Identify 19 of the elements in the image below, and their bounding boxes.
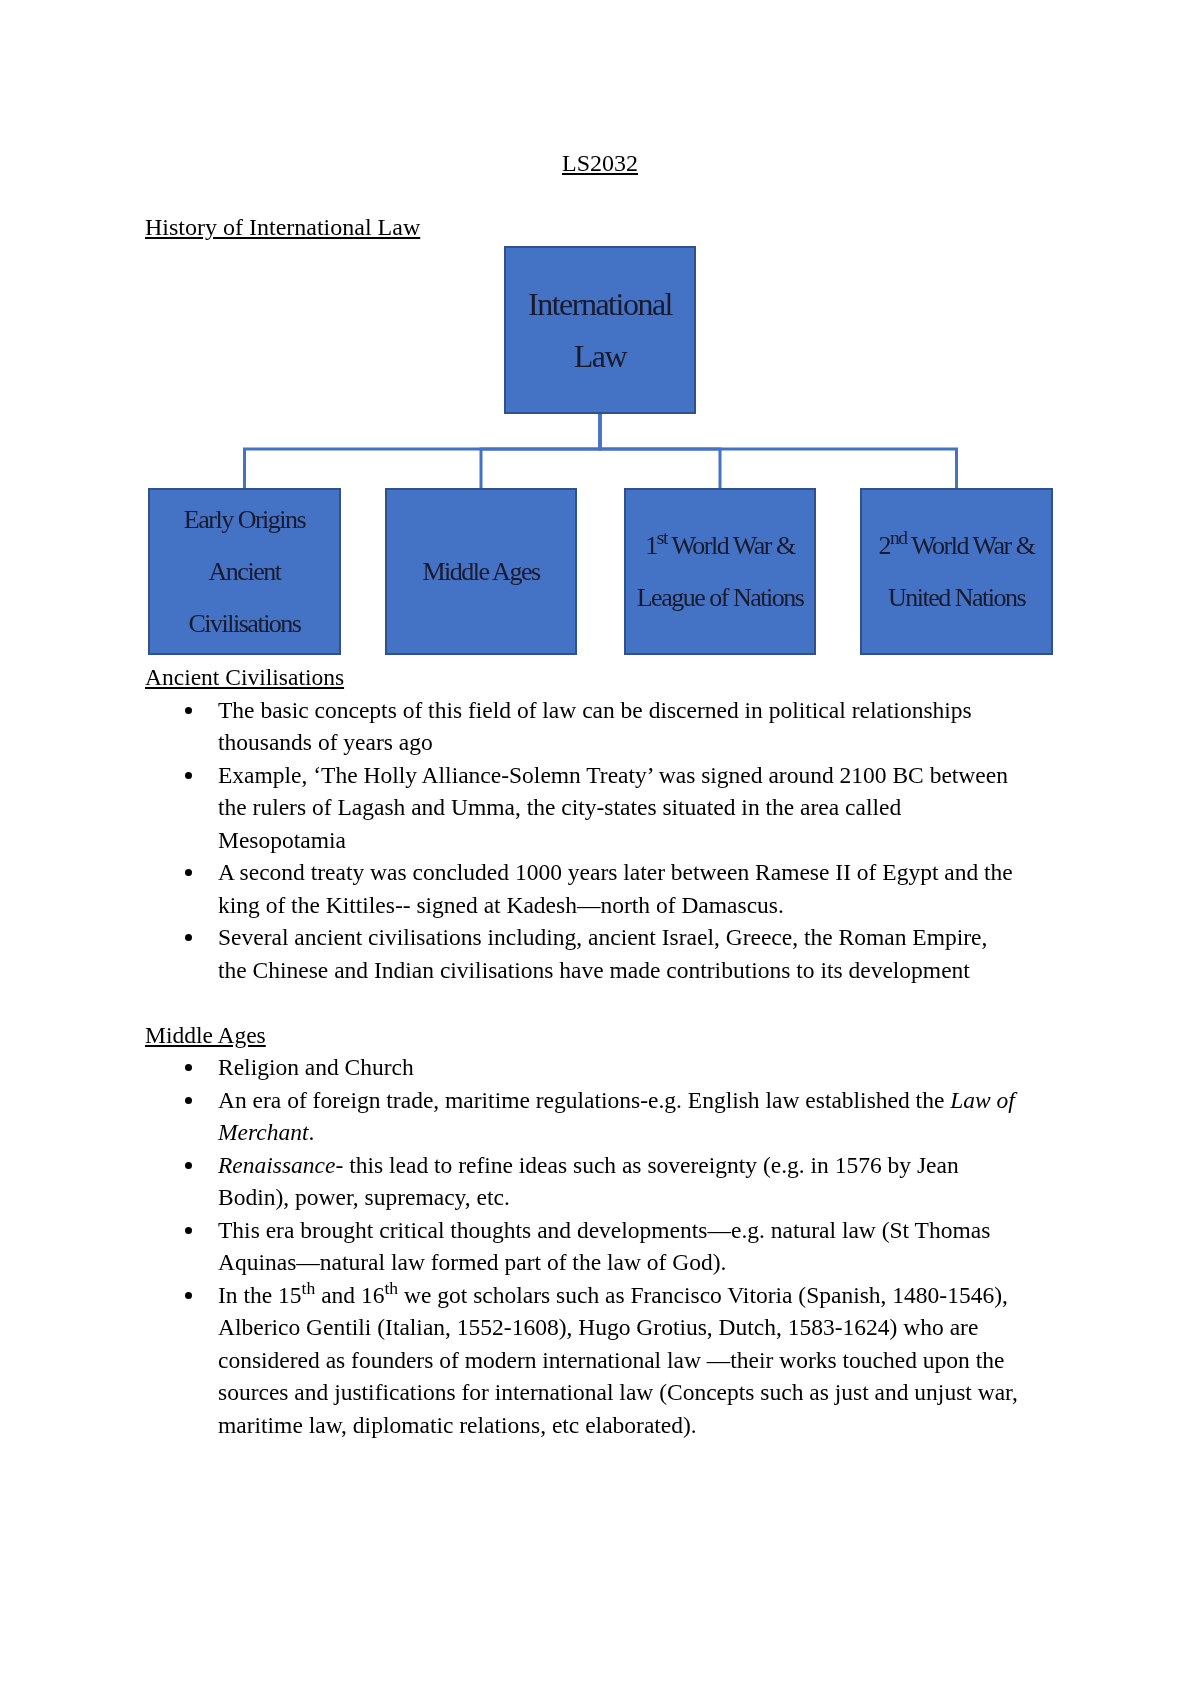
- bullet-text: Several ancient civilisations including, ancient Israel, Greece, the Roman Empire, the Chinese and Indian civilisations have made contributions to its development: [218, 923, 989, 985]
- bullet-text: An era of foreign trade, maritime regulations-e.g. English law established the Law of Merchant.: [218, 1083, 1018, 1149]
- org-chart-box: 2$^{nd}$ World War & United Nations: [860, 488, 1053, 655]
- section-title: History of International Law: [145, 213, 421, 242]
- org-chart-box: International Law: [504, 246, 696, 414]
- bullet-text: Religion and Church: [218, 1053, 415, 1082]
- bullet-text: Example, ‘The Holly Alliance-Solemn Treaty’ was signed around 2100 BC between the rulers of Lagash and Umma, the city-states situated in the area called Mesopotamia: [218, 760, 1009, 855]
- bullet-text: A second treaty was concluded 1000 years later between Ramese II of Egypt and the king of the Kittiles-- signed at Kadesh—north of Damascus.: [218, 858, 1014, 920]
- bullet-text: In the 15$^{th}$ and 16$^{th}$ we got scholars such as Francisco Vitoria (Spanish, 1480-1546), Alberico Gentili (Italian, 1552-1608), Hugo Grotius, Dutch, 1583-1624) who are considered as founders of modern international law —their works touched upon the sources and justifications for international law (Concepts such as just and unjust war, maritime law, diplomatic relations, etc elaborated).: [218, 1278, 1018, 1440]
- bullet-text: The basic concepts of this field of law can be discerned in political relationships thousands of years ago: [218, 695, 973, 757]
- connector-line: [598, 414, 958, 488]
- section-heading: Middle Ages: [145, 1021, 266, 1048]
- bullet-text: This era brought critical thoughts and developments—e.g. natural law (St Thomas Aquinas—natural law formed part of the law of God).: [218, 1215, 992, 1277]
- document-title: LS2032: [561, 149, 639, 178]
- org-chart-box: 1$^{st}$ World War & League of Nations: [624, 488, 816, 655]
- org-chart-box: Middle Ages: [385, 488, 577, 655]
- section-heading: Ancient Civilisations: [145, 664, 345, 690]
- org-chart-box: Early Origins Ancient Civilisations: [148, 488, 341, 655]
- bullet-text: Renaissance- this lead to refine ideas such as sovereignty (e.g. in 1576 by Jean Bodin), power, supremacy, etc.: [218, 1150, 960, 1212]
